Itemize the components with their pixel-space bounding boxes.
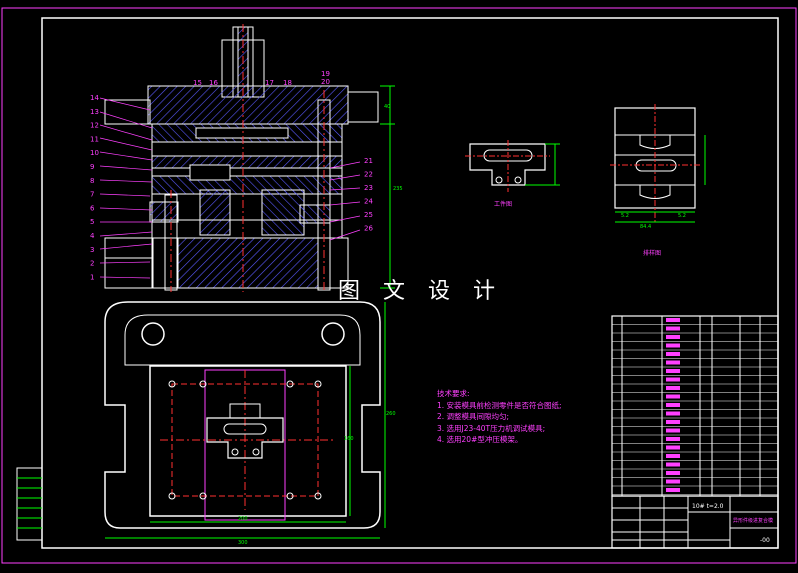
part-number-label: 15 (193, 79, 202, 87)
table-cell-mark (666, 411, 680, 416)
workpiece-view (465, 140, 560, 192)
part-number-label: 7 (90, 191, 94, 199)
material-label: 10# t=2.0 (692, 503, 724, 510)
requirement-item: 2. 调整模具间隙均匀; (437, 412, 510, 421)
workpiece-caption: 工件图 (494, 200, 512, 208)
table-cell-mark (666, 488, 680, 492)
part-number-labels-right: 21 22 23 24 25 26 (364, 157, 373, 233)
table-cell-mark (666, 369, 680, 373)
inner-frame (41, 17, 779, 549)
parts-list-table (611, 315, 779, 549)
part-number-label: 6 (90, 204, 95, 212)
part-number-label: 18 (283, 79, 292, 87)
part-number-label: 4 (90, 232, 95, 240)
part-number-label: 8 (90, 177, 94, 185)
table-cell-mark (666, 420, 680, 424)
table-cell-mark (666, 394, 680, 399)
technical-requirements: 技术要求: 1. 安装模具前检测零件是否符合图纸; 2. 调整模具间隙均匀; 3… (437, 388, 562, 446)
watermark-text: 图 文 设 计 (338, 279, 503, 304)
part-number-label: 13 (90, 108, 99, 116)
svg-text:160: 160 (344, 436, 354, 442)
part-number-label: 21 (364, 157, 373, 165)
layout-view: 5.2 5.2 84.4 (610, 104, 706, 230)
drawing-name: 异形件级进复合模 (733, 517, 773, 524)
table-cell-mark (666, 445, 680, 450)
table-cell-mark (666, 335, 680, 339)
table-cell-mark (666, 479, 680, 484)
svg-text:260: 260 (386, 411, 396, 417)
part-number-label: 10 (90, 149, 99, 157)
part-number-label: 11 (90, 135, 99, 143)
part-number-label: 9 (90, 163, 94, 171)
part-number-label: 2 (90, 260, 94, 268)
svg-text:235: 235 (393, 186, 403, 192)
part-number-label: 22 (364, 171, 373, 179)
part-number-label: 20 (321, 78, 330, 86)
table-cell-mark (666, 403, 680, 407)
table-cell-mark (666, 318, 680, 322)
table-cell-mark (666, 428, 680, 433)
table-cell-mark (666, 471, 680, 475)
table-cell-mark (666, 454, 680, 458)
requirement-item: 1. 安装模具前检测零件是否符合图纸; (437, 400, 562, 410)
table-cell-mark (666, 437, 680, 441)
part-number-label: 26 (364, 225, 373, 233)
part-number-label: 17 (265, 79, 274, 87)
svg-text:5.2: 5.2 (678, 213, 686, 219)
table-cell-mark (666, 462, 680, 467)
table-cell-mark (666, 360, 680, 365)
die-section-view: 235 40 (99, 24, 403, 292)
part-number-label: 1 (90, 273, 94, 281)
layout-caption: 排样图 (643, 249, 661, 257)
technical-requirements-title: 技术要求: (437, 389, 470, 398)
part-number-label: 23 (364, 184, 373, 192)
svg-text:200: 200 (238, 516, 248, 522)
svg-text:40: 40 (384, 104, 390, 110)
table-cell-mark (666, 326, 680, 331)
svg-text:5.2: 5.2 (621, 213, 629, 219)
svg-text:84.4: 84.4 (640, 224, 651, 230)
requirement-item: 3. 选用J23-40T压力机调试模具; (437, 423, 546, 433)
part-number-label: 12 (90, 122, 99, 130)
part-number-label: 5 (90, 218, 94, 226)
table-cell-mark (666, 352, 680, 356)
left-revision-block (16, 467, 43, 541)
part-number-label: 16 (209, 79, 218, 87)
part-number-label: 24 (364, 198, 373, 206)
requirement-item: 4. 选用20#型冲压模架。 (437, 435, 523, 444)
part-number-label: 3 (90, 246, 94, 254)
svg-text:300: 300 (238, 540, 248, 546)
part-number-labels-left: 14 13 12 11 10 9 8 7 6 5 4 3 2 1 (90, 94, 99, 281)
outer-frame (1, 7, 797, 564)
drawing-number: -00 (760, 537, 770, 544)
part-number-label: 19 (321, 70, 330, 78)
table-cell-mark (666, 377, 680, 382)
table-cell-mark (666, 343, 680, 348)
part-number-label: 25 (364, 211, 373, 219)
table-cell-mark (666, 386, 680, 390)
die-plan-view: 200 300 160 260 (104, 301, 396, 546)
part-number-label: 14 (90, 94, 99, 102)
